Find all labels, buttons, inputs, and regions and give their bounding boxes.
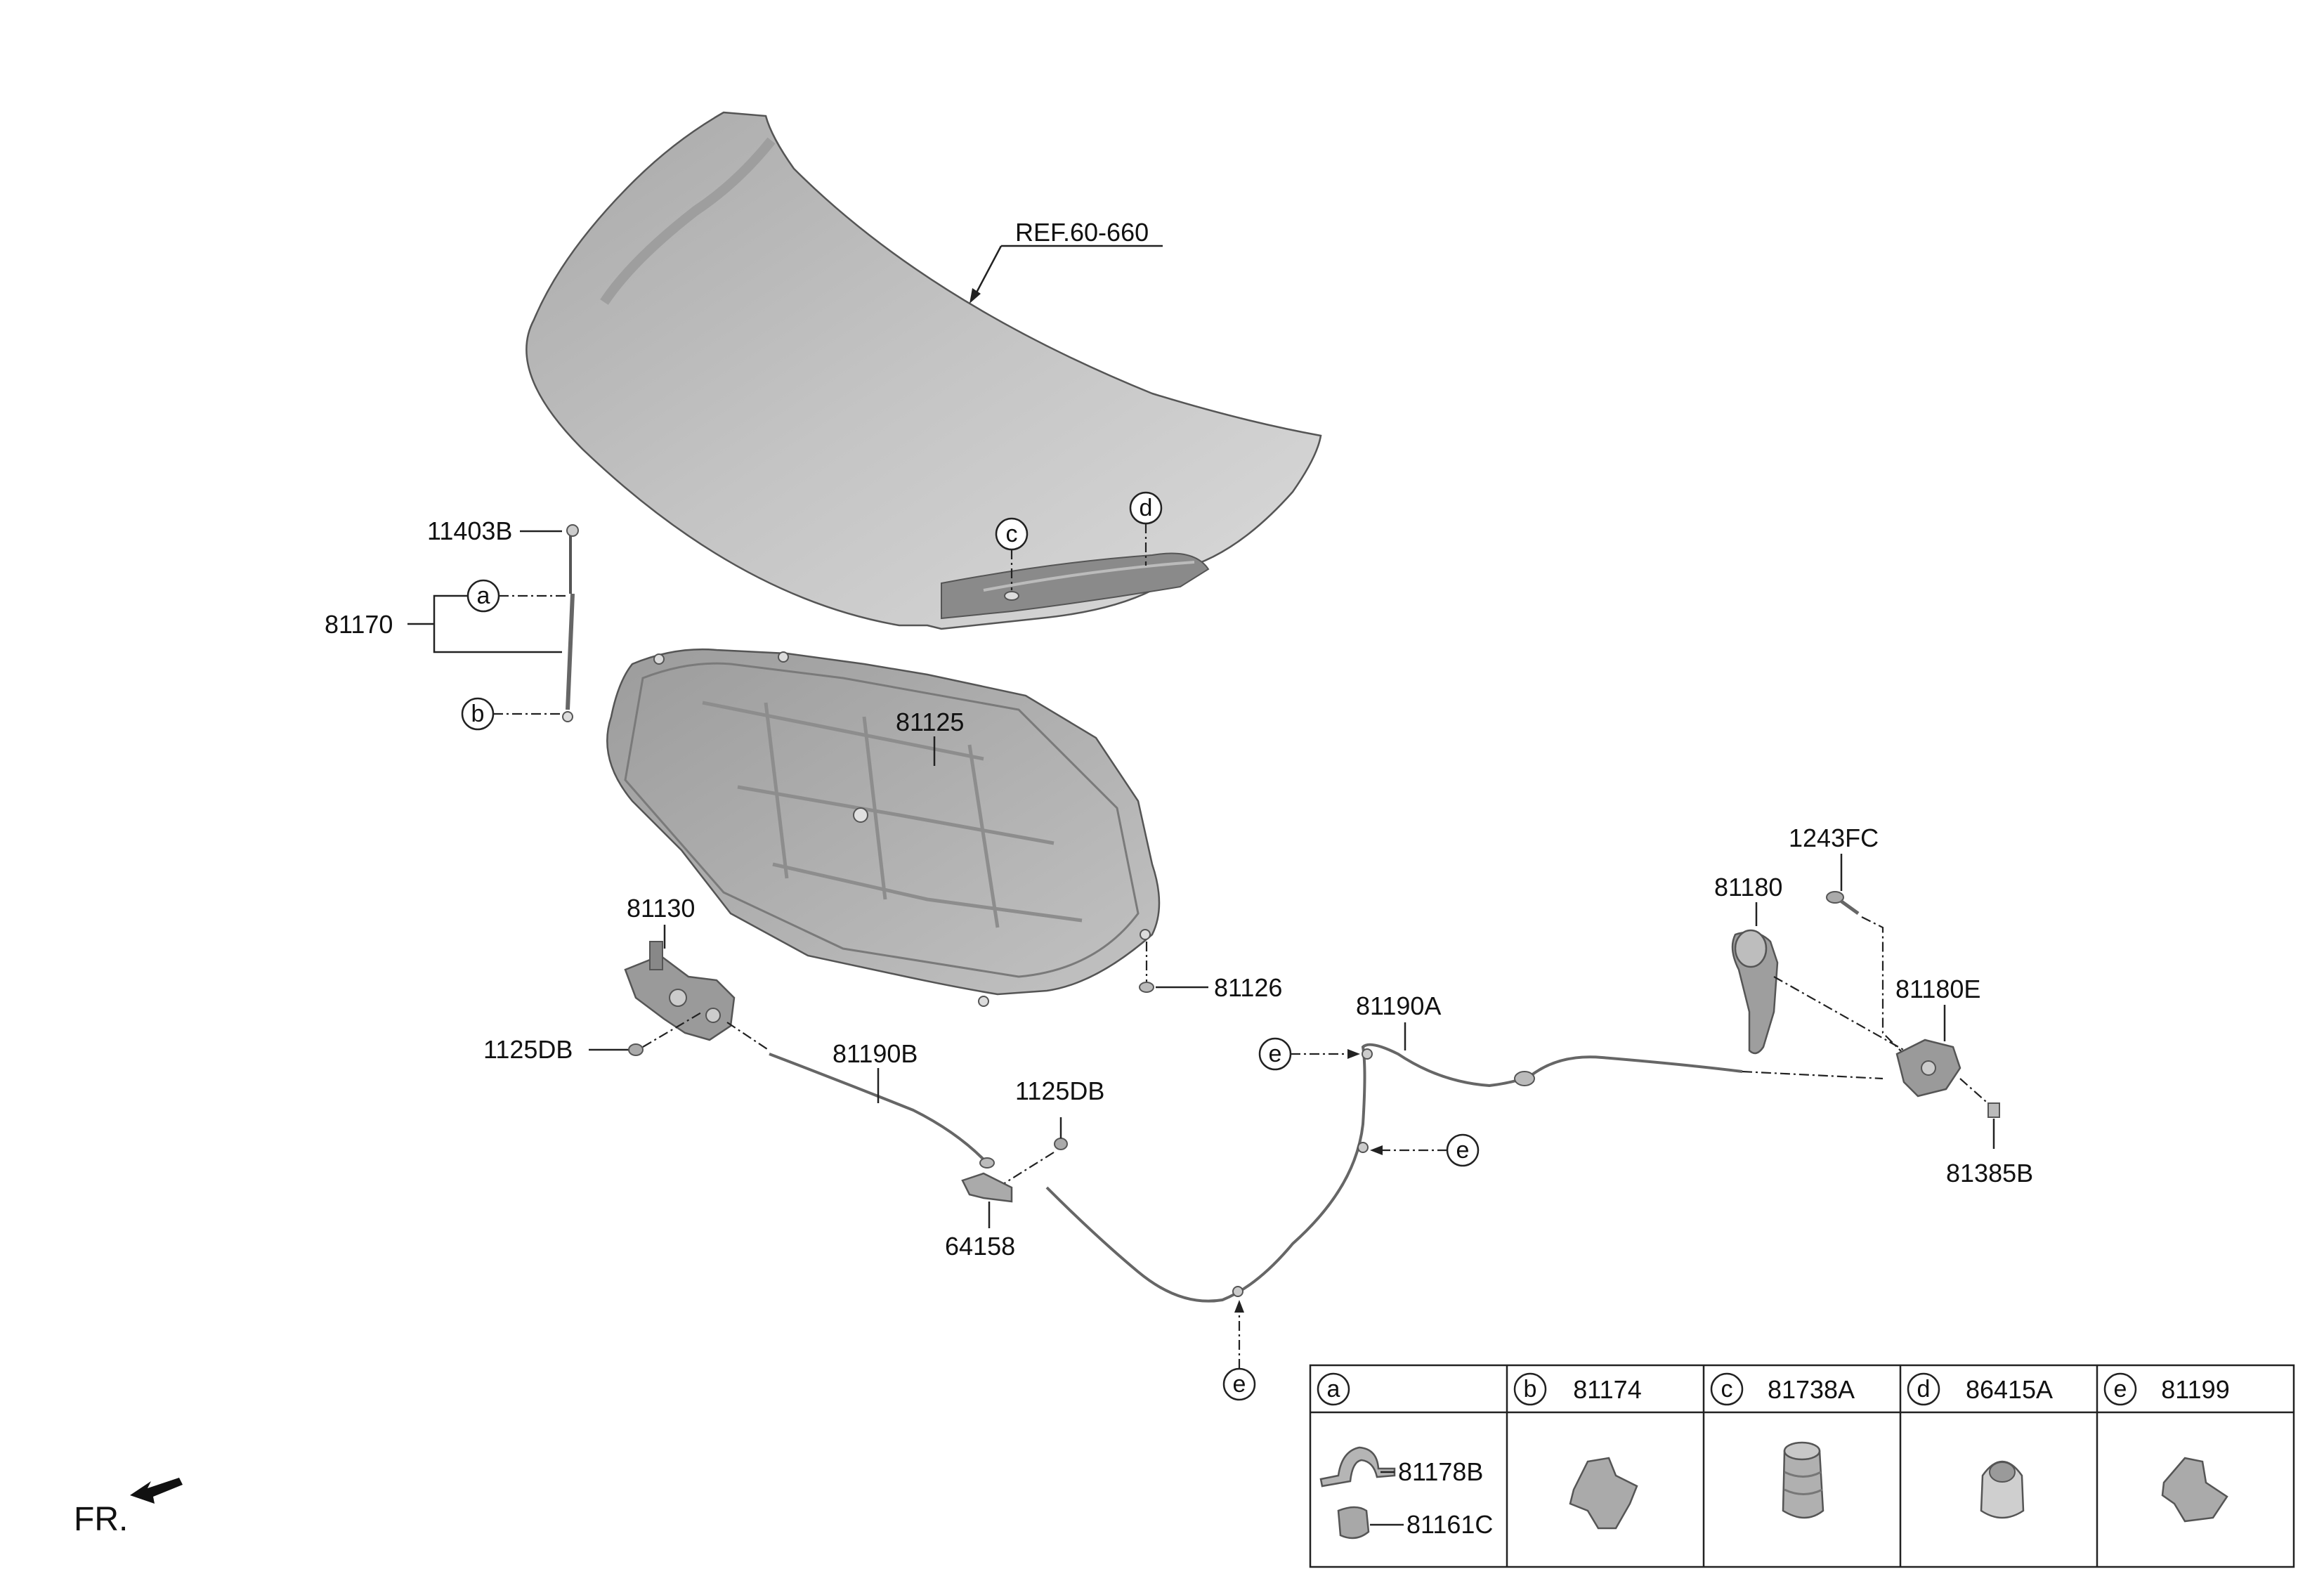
bracket-64158: 64158 <box>945 1172 1015 1261</box>
svg-text:c: c <box>1006 521 1018 547</box>
legend-cell-b: b 81174 <box>1513 1372 1642 1406</box>
label-81180E: 81180E <box>1895 975 1980 1003</box>
label-81125: 81125 <box>896 708 964 736</box>
bumper-81738A-icon <box>1782 1441 1824 1519</box>
label-81190A: 81190A <box>1356 991 1441 1020</box>
svg-text:e: e <box>1233 1371 1246 1398</box>
insulator-pad <box>606 648 1161 1007</box>
legend-cell-a: a <box>1317 1372 1350 1406</box>
legend-part-81738A: 81738A <box>1768 1375 1855 1404</box>
label-81190B: 81190B <box>833 1039 918 1068</box>
label-1125DB-right: 1125DB <box>1015 1076 1104 1105</box>
hood-latch <box>624 941 736 1041</box>
label-81126: 81126 <box>1214 973 1282 1002</box>
label-64158: 64158 <box>945 1232 1015 1261</box>
svg-text:c: c <box>1721 1376 1733 1402</box>
clip-81385B: 81385B <box>1946 1078 2033 1187</box>
label-1125DB-left: 1125DB <box>483 1035 573 1064</box>
callout-e-3: e <box>1222 1300 1256 1401</box>
legend-part-81174: 81174 <box>1573 1375 1641 1404</box>
ref-label: REF.60-660 <box>1015 218 1149 247</box>
screw-1243FC: 1243FC <box>1789 824 1912 1062</box>
bolt-1125DB-left: 1125DB <box>483 1011 703 1064</box>
callout-a-stay: a <box>466 579 566 613</box>
cable-81190B: 81190B <box>726 1022 995 1169</box>
svg-text:d: d <box>1140 495 1153 521</box>
legend-table: a b 81174 c 81738A d 86415A e 81199 8117… <box>1309 1364 2295 1568</box>
svg-text:e: e <box>2114 1376 2127 1402</box>
legend-part-81161C: 81161C <box>1406 1510 1493 1539</box>
legend-cell-c: c 81738A <box>1710 1372 1855 1406</box>
release-handle: 81180 <box>1714 873 1912 1055</box>
label-81130: 81130 <box>627 894 695 923</box>
svg-text:b: b <box>471 701 485 727</box>
legend-a-parts: 81178B 81161C <box>1319 1446 1493 1540</box>
bumper-86415A-icon <box>1980 1460 2025 1519</box>
clip-81174-icon <box>1569 1457 1638 1530</box>
bracket-81180E: 81180E <box>1895 975 1980 1098</box>
front-arrow-icon <box>130 1478 183 1504</box>
label-81385B: 81385B <box>1946 1159 2033 1187</box>
legend-cell-e: e 81199 <box>2103 1372 2230 1406</box>
label-81170: 81170 <box>325 610 393 639</box>
hood-stay <box>562 524 579 722</box>
svg-text:e: e <box>1456 1137 1470 1164</box>
legend-part-81178B: 81178B <box>1398 1457 1483 1486</box>
label-1243FC: 1243FC <box>1789 824 1879 852</box>
svg-text:a: a <box>477 583 490 609</box>
svg-text:b: b <box>1524 1376 1537 1402</box>
callout-b-stay: b <box>461 697 562 731</box>
callout-e-2: e <box>1370 1133 1480 1167</box>
label-11403B: 11403B <box>427 516 512 545</box>
label-81180: 81180 <box>1714 873 1782 902</box>
part-81126: 81126 <box>1139 942 1282 1002</box>
callout-e-1: e <box>1258 1037 1360 1071</box>
bolt-1125DB-right: 1125DB <box>997 1076 1104 1188</box>
legend-part-81199: 81199 <box>2161 1375 2229 1404</box>
clip-81199-icon <box>2161 1457 2228 1523</box>
cable-81190A: 81190A <box>1045 991 1884 1303</box>
svg-text:e: e <box>1269 1041 1282 1067</box>
callout-c-hood: c <box>995 517 1029 601</box>
front-direction-indicator: FR. <box>74 1478 183 1538</box>
legend-cell-d: d 86415A <box>1907 1372 2053 1406</box>
svg-text:a: a <box>1327 1376 1340 1402</box>
svg-text:d: d <box>1917 1376 1931 1402</box>
callout-d-hood: d <box>1129 491 1163 566</box>
hood-panel <box>525 111 1322 630</box>
legend-part-86415A: 86415A <box>1966 1375 2053 1404</box>
fr-label: FR. <box>74 1501 128 1538</box>
